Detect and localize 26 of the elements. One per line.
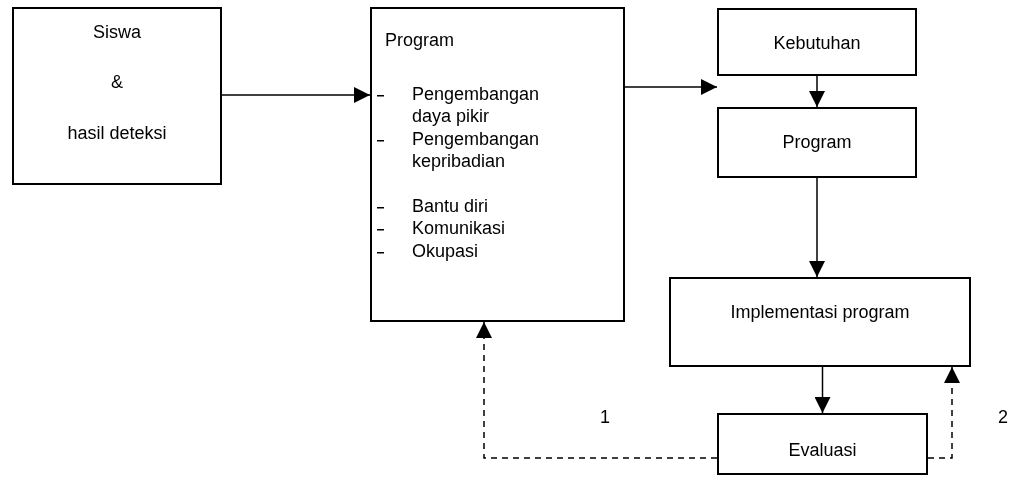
process-box [717, 413, 928, 475]
box-label: Kebutuhan [772, 32, 862, 54]
process-box [370, 7, 625, 322]
box-label: Implementasi program [729, 301, 911, 323]
arrow [221, 87, 371, 103]
dashed-arrow [927, 366, 960, 459]
box-label: hasil deteksi [66, 122, 168, 144]
arrow [624, 79, 718, 95]
arrow [809, 75, 825, 108]
process-box [669, 277, 971, 367]
box-label: Evaluasi [787, 439, 858, 461]
list-item: Okupasi [412, 240, 480, 262]
dashed-arrow [476, 321, 718, 459]
box-label: & [110, 71, 124, 93]
box-label: Siswa [92, 21, 142, 43]
box-title: Program [385, 29, 455, 51]
list-item: Komunikasi [412, 217, 507, 239]
arrow [814, 366, 831, 414]
box-label: Program [781, 131, 853, 153]
process-box [717, 107, 917, 178]
process-box [717, 8, 917, 76]
process-box [12, 7, 222, 185]
arrow [809, 177, 825, 278]
list-item: Bantu diri [412, 195, 490, 217]
list-item: Pengembangan daya pikir [412, 83, 541, 127]
list-item: Pengembangan kepribadian [412, 128, 541, 172]
